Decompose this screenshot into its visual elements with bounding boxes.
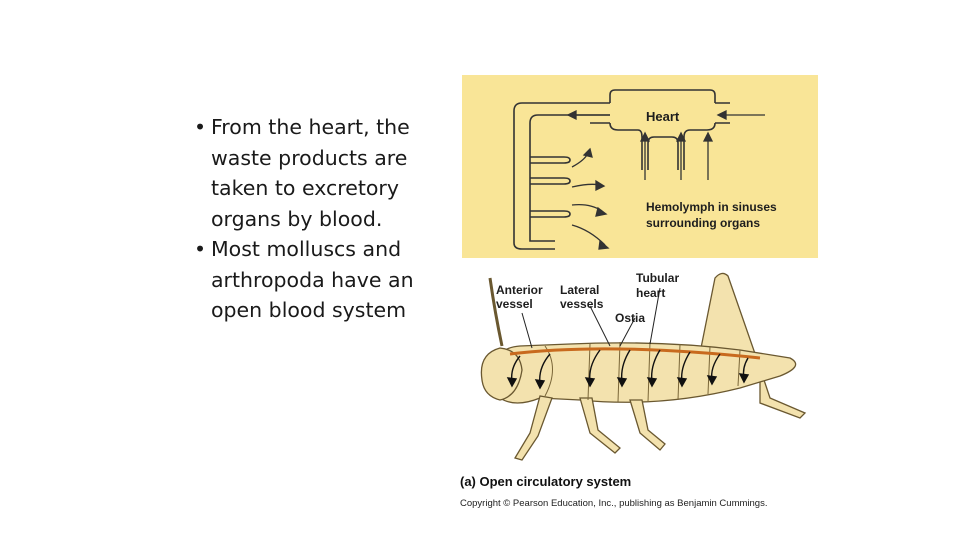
bullet-item: From the heart, the waste products are t… — [192, 112, 452, 234]
figure-caption: (a) Open circulatory system — [460, 474, 632, 489]
anterior-vessel-label-line1: Anterior — [496, 283, 543, 297]
tubular-heart-label-line2: heart — [636, 286, 665, 300]
ostia-label: Ostia — [615, 311, 645, 325]
hemolymph-label-line1: Hemolymph in sinuses — [646, 200, 777, 214]
tubular-heart-vessel — [509, 347, 761, 360]
bullet-item: Most molluscs and arthropoda have an ope… — [192, 234, 452, 326]
tubular-heart-label-line1: Tubular — [636, 271, 679, 285]
hemolymph-label-line2: surrounding organs — [646, 216, 760, 230]
heart-label: Heart — [646, 109, 680, 124]
bullet-list: From the heart, the waste products are t… — [192, 112, 452, 326]
open-circulatory-figure: Heart Hemolymph in sinuses surrounding o… — [460, 75, 820, 515]
circulation-schematic: Heart Hemolymph in sinuses surrounding o… — [513, 89, 777, 250]
anterior-vessel-label-line2: vessel — [496, 297, 533, 311]
schematic-panel — [462, 75, 818, 258]
lateral-vessels-label-line2: vessels — [560, 297, 604, 311]
grasshopper-illustration: Anterior vessel Lateral vessels Tubular … — [480, 271, 807, 461]
lateral-vessels-label-line1: Lateral — [560, 283, 599, 297]
copyright-notice: Copyright © Pearson Education, Inc., pub… — [460, 498, 768, 509]
